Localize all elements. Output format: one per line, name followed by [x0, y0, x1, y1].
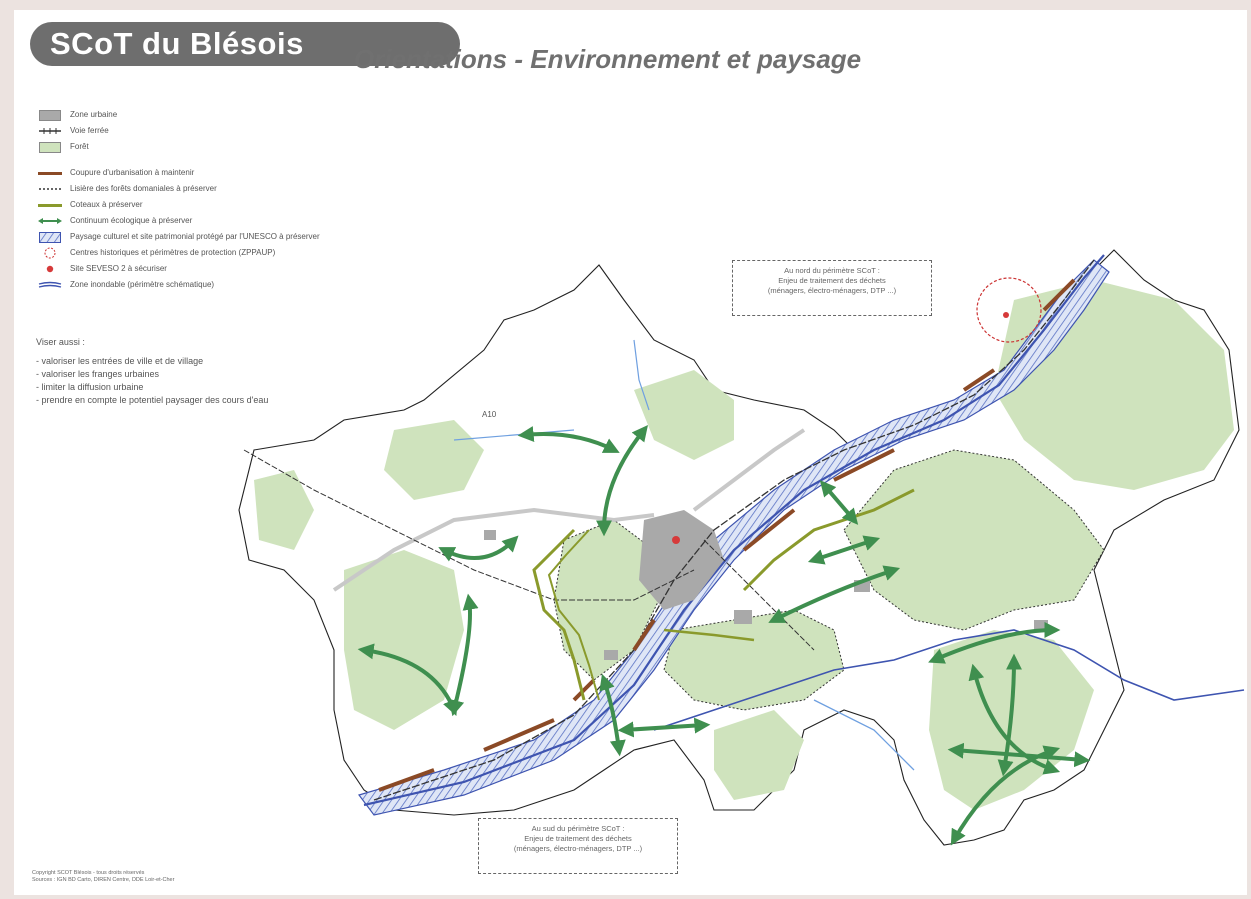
- loire-river: [363, 254, 1105, 807]
- coteaux-line: [663, 628, 755, 642]
- historic-centre-circle: [976, 277, 1042, 343]
- legend-item: Forêt: [36, 140, 416, 154]
- coteaux-line: [532, 528, 586, 701]
- brown-line-icon: [38, 171, 62, 175]
- map-sheet: SCoT du Blésois Orientations - Environne…: [14, 10, 1247, 895]
- cosson-river: [813, 699, 915, 771]
- railway: [703, 539, 815, 651]
- road: [692, 428, 806, 512]
- hatched-box-icon: [39, 231, 61, 243]
- aims-list: Viser aussi : - valoriser les entrées de…: [36, 336, 396, 407]
- seveso-site: [672, 536, 680, 544]
- legend-item: Paysage culturel et site patrimonial pro…: [36, 230, 416, 244]
- dotted-line-icon: [39, 188, 61, 190]
- blue-double-line-icon: [38, 281, 62, 288]
- legend-item: Zone inondable (périmètre schématique): [36, 278, 416, 292]
- legend-item: Coupure d'urbanisation à maintenir: [36, 166, 416, 180]
- railway: [243, 449, 695, 601]
- south-note: Au sud du périmètre SCoT : Enjeu de trai…: [478, 818, 678, 874]
- olive-line-icon: [38, 203, 62, 207]
- legend-item: Continuum écologique à préserver: [36, 214, 416, 228]
- urban-break-lines: [378, 278, 1076, 792]
- grey-box-icon: [39, 109, 61, 121]
- coteaux-line: [742, 488, 915, 592]
- road-label-a10: A10: [482, 410, 497, 419]
- green-box-icon: [39, 141, 61, 153]
- aim-item: - valoriser les franges urbaines: [36, 369, 160, 379]
- coteaux-line: [547, 529, 600, 701]
- legend-item: Centres historiques et périmètres de pro…: [36, 246, 416, 260]
- legend: Zone urbaine Voie ferrée Forêt Coupure d…: [36, 108, 416, 294]
- legend-item: Site SEVESO 2 à sécuriser: [36, 262, 416, 276]
- credits: Copyright SCOT Blésois - tous droits rés…: [32, 870, 175, 883]
- seveso-site: [1003, 312, 1009, 318]
- aim-item: - prendre en compte le potentiel paysage…: [36, 395, 269, 405]
- railway-line-icon: [39, 128, 61, 134]
- dashed-circle-icon: [44, 247, 56, 259]
- ecological-continuums: [357, 425, 1091, 846]
- legend-item: Coteaux à préserver: [36, 198, 416, 212]
- red-dot-icon: [46, 265, 54, 273]
- map-canvas: [238, 249, 1245, 846]
- map-title: SCoT du Blésois: [30, 22, 460, 66]
- railway: [373, 259, 1095, 801]
- map-subtitle: Orientations - Environnement et paysage: [354, 44, 862, 74]
- aim-item: - valoriser les entrées de ville et de v…: [36, 356, 204, 366]
- legend-item: Voie ferrée: [36, 124, 416, 138]
- aim-item: - limiter la diffusion urbaine: [36, 382, 144, 392]
- stream: [633, 339, 650, 411]
- legend-item: Lisière des forêts domaniales à préserve…: [36, 182, 416, 196]
- aims-title: Viser aussi :: [36, 337, 85, 347]
- legend-item: Zone urbaine: [36, 108, 416, 122]
- north-note: Au nord du périmètre SCoT : Enjeu de tra…: [732, 260, 932, 316]
- green-arrow-icon: [38, 218, 62, 224]
